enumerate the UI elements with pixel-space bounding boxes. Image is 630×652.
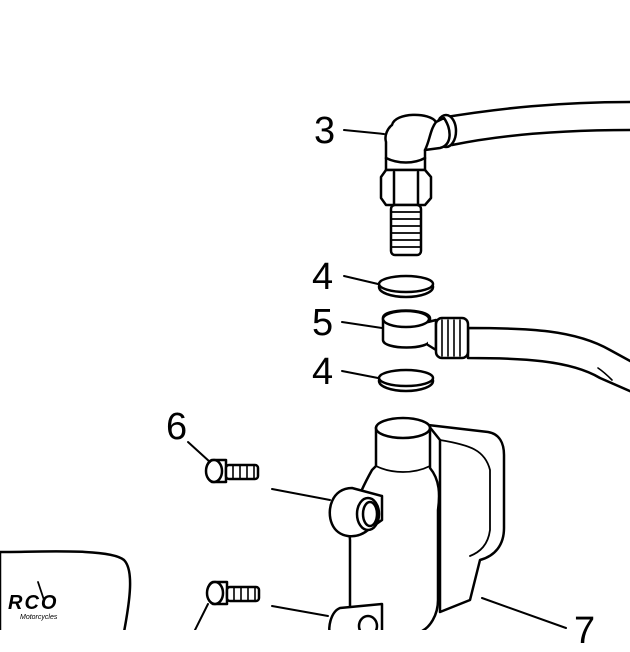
callout-5: 5 bbox=[312, 302, 334, 344]
callout-4-upper: 4 bbox=[312, 256, 334, 298]
banjo-fitting bbox=[381, 309, 470, 360]
logo-brand: RCO bbox=[8, 592, 59, 614]
pump-body bbox=[328, 416, 506, 638]
upper-hose bbox=[434, 100, 630, 149]
lower-screw bbox=[205, 580, 261, 606]
leader-lines bbox=[187, 129, 567, 633]
exploded-parts-diagram: RCO Motorcycles 3 4 5 4 6 7 bbox=[0, 100, 630, 650]
callout-3: 3 bbox=[314, 110, 336, 152]
elbow-fitting bbox=[379, 113, 451, 257]
upper-washer bbox=[377, 274, 435, 299]
lower-washer bbox=[377, 368, 435, 393]
callout-4-lower: 4 bbox=[312, 351, 334, 393]
callout-6: 6 bbox=[166, 406, 188, 448]
upper-screw bbox=[204, 458, 260, 484]
logo-plate bbox=[0, 550, 132, 634]
callout-7: 7 bbox=[574, 610, 596, 652]
logo-subtitle: Motorcycles bbox=[20, 614, 58, 621]
diagram-canvas bbox=[0, 100, 630, 638]
lower-hose bbox=[466, 326, 630, 393]
